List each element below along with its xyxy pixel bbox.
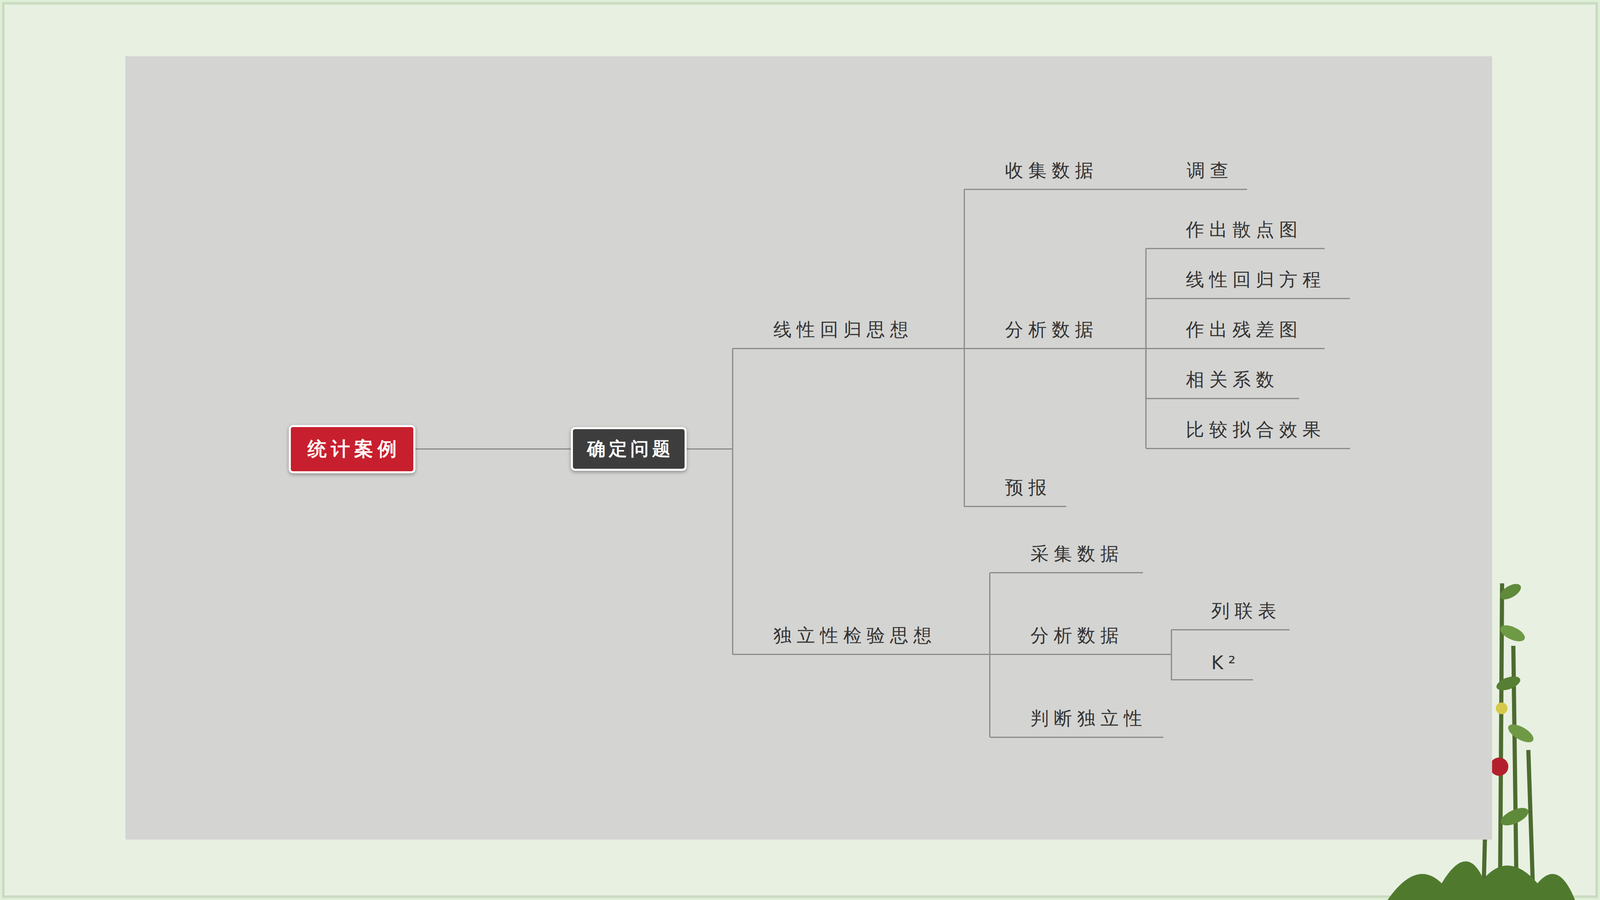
node-label: 作出散点图 [1185, 217, 1303, 243]
branch-topic: 分析数据 [964, 317, 1146, 350]
branch-topic: 预报 [964, 475, 1067, 508]
branch-connector [1170, 630, 1173, 655]
node-label: 确定问题 [587, 436, 674, 462]
branch-topic: 比较拟合效果 [1145, 417, 1350, 450]
node-label: 作出残差图 [1185, 317, 1303, 343]
branch-topic: 独立性检验思想 [732, 623, 990, 655]
root-box: 统计案例 [288, 425, 416, 474]
branch-topic: 作出残差图 [1145, 317, 1325, 350]
branch-topic: K² [1171, 652, 1253, 681]
branch-connector [686, 449, 733, 655]
node-label: 分析数据 [1005, 317, 1099, 343]
branch-connector [686, 348, 733, 450]
node-label: 统计案例 [307, 436, 401, 463]
branch-connector [989, 654, 991, 738]
node-label: 相关系数 [1185, 367, 1280, 393]
branch-topic: 收集数据 [964, 158, 1148, 190]
node-label: 列联表 [1211, 598, 1282, 624]
node-label: 采集数据 [1030, 541, 1124, 567]
node-label: 独立性检验思想 [773, 623, 937, 648]
branch-connector [989, 572, 991, 655]
branch-topic: 列联表 [1171, 598, 1290, 631]
node-label: 分析数据 [1030, 623, 1124, 648]
node-label: 线性回归方程 [1185, 267, 1326, 293]
node-label: 调查 [1186, 158, 1234, 183]
topic-box: 确定问题 [570, 427, 687, 471]
branch-topic: 作出散点图 [1145, 217, 1325, 250]
node-label: 判断独立性 [1030, 706, 1148, 731]
node-label: 预报 [1005, 475, 1052, 500]
branch-topic: 线性回归方程 [1145, 267, 1350, 300]
branch-connector [415, 448, 571, 450]
branch-topic: 判断独立性 [990, 706, 1164, 738]
branch-topic: 调查 [1147, 158, 1248, 190]
slide-border [3, 3, 1597, 897]
node-label: 比较拟合效果 [1185, 417, 1326, 443]
node-label: 线性回归思想 [773, 317, 914, 343]
branch-topic: 线性回归思想 [732, 317, 965, 350]
content-panel [125, 56, 1493, 840]
branch-topic: 相关系数 [1145, 367, 1299, 400]
branch-topic: 分析数据 [990, 623, 1172, 655]
branch-topic: 采集数据 [990, 541, 1143, 574]
node-label: 收集数据 [1005, 158, 1099, 183]
node-label: K² [1211, 652, 1241, 674]
